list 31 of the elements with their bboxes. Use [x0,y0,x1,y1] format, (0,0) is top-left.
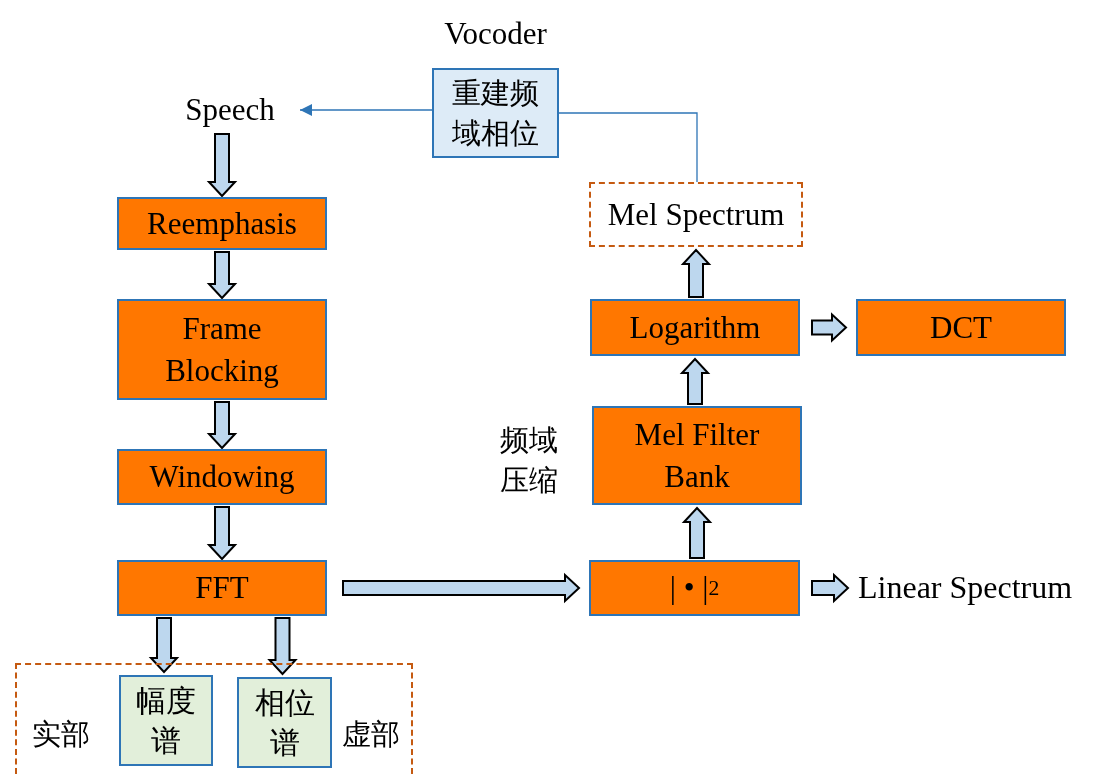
block-arrow [206,251,238,300]
block-arrow [206,506,238,561]
block-arrow [342,572,581,604]
process-box: Frame Blocking [117,299,327,400]
dashed-group-box [15,663,413,774]
block-arrow [811,312,848,343]
output-label: Linear Spectrum [858,565,1098,609]
heading-text: Vocoder [443,15,548,53]
block-arrow [679,357,711,405]
process-box: DCT [856,299,1066,356]
process-box: Logarithm [590,299,800,356]
process-box: Mel Filter Bank [592,406,802,505]
arrow [299,104,433,116]
process-box: Reemphasis [117,197,327,250]
connector-line [558,112,698,183]
block-arrow [681,506,713,559]
process-box: FFT [117,560,327,616]
part-label: 虚部 [342,717,400,752]
block-arrow [206,401,238,450]
speech-label: Speech [160,88,300,132]
part-label: 实部 [32,717,90,752]
block-arrow [148,617,180,674]
spectrum-box: 幅度谱 [119,675,213,766]
side-note: 频域压缩 [500,423,559,498]
spectrum-box: 相位谱 [237,677,332,768]
block-arrow [267,617,298,676]
block-arrow [811,572,850,604]
dashed-output-box: Mel Spectrum [589,182,803,247]
block-arrow [680,248,712,298]
process-box: Windowing [117,449,327,505]
block-arrow [206,133,238,198]
